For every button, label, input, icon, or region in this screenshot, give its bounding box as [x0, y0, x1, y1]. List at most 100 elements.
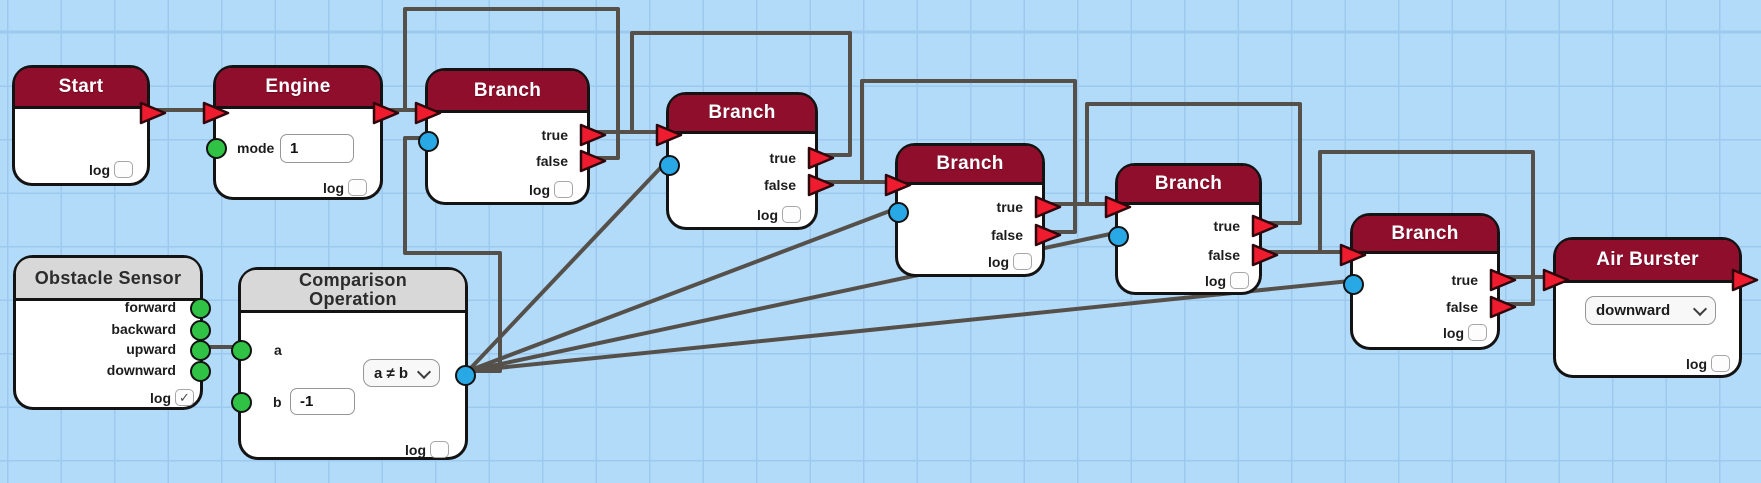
wire-comparison-branch3-condition[interactable] — [467, 207, 896, 373]
wire-comparison-branch5-condition[interactable] — [467, 279, 1351, 373]
wire-branch5-false-loop[interactable] — [1318, 150, 1535, 306]
branch1-condition-in-port[interactable] — [417, 130, 439, 152]
wire-branch3-false-loop[interactable] — [860, 79, 1077, 234]
branch2-exec-in-port[interactable] — [654, 122, 684, 148]
node-branch4[interactable]: Branch true false log — [1104, 163, 1279, 295]
exec-arrow-icon — [807, 173, 835, 197]
branch4-log-checkbox[interactable] — [1230, 272, 1249, 289]
log-label: log — [757, 206, 778, 223]
branch5-true-out-port[interactable] — [1488, 267, 1518, 293]
node-branch3[interactable]: Branch true false log — [884, 143, 1062, 277]
exec-arrow-icon — [372, 101, 400, 125]
a-label: a — [274, 342, 282, 358]
obstacle-sensor-upward-out-port[interactable] — [189, 339, 211, 361]
wire-comparison-branch2-condition[interactable] — [466, 160, 668, 373]
node-obstacle-sensor[interactable]: Obstacle Sensor forward backward upward … — [13, 255, 211, 410]
branch5-log-checkbox[interactable] — [1468, 324, 1487, 341]
branch1-exec-in-port[interactable] — [413, 100, 443, 126]
branch4-false-out-port[interactable] — [1250, 242, 1280, 268]
engine-mode-field[interactable]: 1 — [280, 134, 354, 163]
node-air-burster[interactable]: Air Burster downward log — [1542, 237, 1759, 378]
branch4-true-out-port[interactable] — [1250, 213, 1280, 239]
comparison-a-in-port[interactable] — [230, 339, 252, 361]
exec-arrow-icon — [1104, 195, 1132, 219]
true-label: true — [996, 199, 1023, 215]
exec-arrow-icon — [414, 101, 442, 125]
comparison-b-field[interactable]: -1 — [290, 388, 355, 415]
node-branch5-header: Branch — [1353, 216, 1497, 254]
node-start-header: Start — [15, 68, 147, 109]
node-branch4-header: Branch — [1118, 166, 1259, 205]
branch3-exec-in-port[interactable] — [883, 172, 913, 198]
node-comparison-operation[interactable]: Comparison Operation a a ≠ b b -1 log — [230, 267, 476, 460]
branch3-condition-in-port[interactable] — [887, 201, 909, 223]
engine-log-checkbox[interactable] — [348, 179, 367, 196]
wire-branch4-true-loop[interactable] — [1085, 102, 1302, 225]
wire-branch1-false-loop[interactable] — [403, 7, 620, 160]
node-title-line2: Operation — [309, 289, 397, 309]
branch2-log-checkbox[interactable] — [782, 206, 801, 223]
forward-label: forward — [124, 299, 176, 315]
false-label: false — [1446, 299, 1478, 315]
comparison-operator-dropdown[interactable]: a ≠ b — [363, 359, 440, 387]
air-burster-exec-in-port[interactable] — [1541, 267, 1571, 293]
engine-mode-input-port[interactable] — [205, 137, 227, 159]
start-log-checkbox[interactable] — [114, 161, 133, 178]
engine-exec-out-port[interactable] — [371, 100, 401, 126]
obstacle-sensor-forward-out-port[interactable] — [189, 297, 211, 319]
wire-comparison-branch1-condition[interactable] — [403, 136, 502, 373]
exec-arrow-icon — [1251, 214, 1279, 238]
engine-exec-in-port[interactable] — [201, 100, 231, 126]
chevron-down-icon — [1692, 301, 1708, 317]
node-branch5[interactable]: Branch true false log — [1339, 213, 1517, 350]
branch1-log-row: log — [529, 181, 573, 198]
obstacle-sensor-log-checkbox[interactable]: ✓ — [175, 389, 194, 406]
air-burster-exec-out-port[interactable] — [1730, 267, 1760, 293]
exec-arrow-icon — [579, 149, 607, 173]
comparison-log-row: log — [405, 441, 449, 458]
comparison-b-in-port[interactable] — [230, 391, 252, 413]
branch1-log-checkbox[interactable] — [554, 181, 573, 198]
branch3-false-out-port[interactable] — [1033, 222, 1063, 248]
chevron-down-icon — [416, 364, 432, 379]
node-engine-header: Engine — [216, 68, 380, 109]
start-log-row: log — [89, 161, 133, 178]
branch4-exec-in-port[interactable] — [1103, 194, 1133, 220]
branch1-true-out-port[interactable] — [578, 122, 608, 148]
obstacle-sensor-downward-out-port[interactable] — [189, 360, 211, 382]
node-title: Engine — [265, 76, 331, 97]
node-title: Branch — [708, 102, 776, 123]
exec-arrow-icon — [1339, 243, 1367, 267]
branch1-false-out-port[interactable] — [578, 148, 608, 174]
true-label: true — [1451, 272, 1478, 288]
comparison-log-checkbox[interactable] — [430, 441, 449, 458]
node-engine[interactable]: Engine mode 1 log — [202, 65, 400, 200]
branch2-condition-in-port[interactable] — [658, 154, 680, 176]
branch2-true-out-port[interactable] — [806, 145, 836, 171]
node-branch2[interactable]: Branch true false log — [655, 92, 835, 230]
comparison-result-out-port[interactable] — [454, 364, 476, 386]
engine-log-row: log — [323, 179, 367, 196]
branch5-condition-in-port[interactable] — [1342, 273, 1364, 295]
branch4-condition-in-port[interactable] — [1107, 225, 1129, 247]
air-burster-log-checkbox[interactable] — [1711, 355, 1730, 372]
wire-branch2-true-loop[interactable] — [630, 31, 852, 157]
branch3-true-out-port[interactable] — [1033, 194, 1063, 220]
branch4-log-row: log — [1205, 272, 1249, 289]
node-branch1[interactable]: Branch true false log — [414, 68, 607, 205]
node-start[interactable]: Start log — [12, 65, 167, 186]
obstacle-sensor-backward-out-port[interactable] — [189, 319, 211, 341]
branch5-false-out-port[interactable] — [1488, 294, 1518, 320]
air-burster-direction-dropdown[interactable]: downward — [1585, 296, 1716, 325]
branch5-exec-in-port[interactable] — [1338, 242, 1368, 268]
exec-arrow-icon — [1034, 195, 1062, 219]
log-label: log — [1443, 324, 1464, 341]
start-exec-out-port[interactable] — [138, 100, 168, 126]
branch2-false-out-port[interactable] — [806, 172, 836, 198]
true-label: true — [1213, 218, 1240, 234]
branch3-log-checkbox[interactable] — [1013, 253, 1032, 270]
obstacle-sensor-log-row: log ✓ — [150, 389, 194, 406]
branch2-log-row: log — [757, 206, 801, 223]
